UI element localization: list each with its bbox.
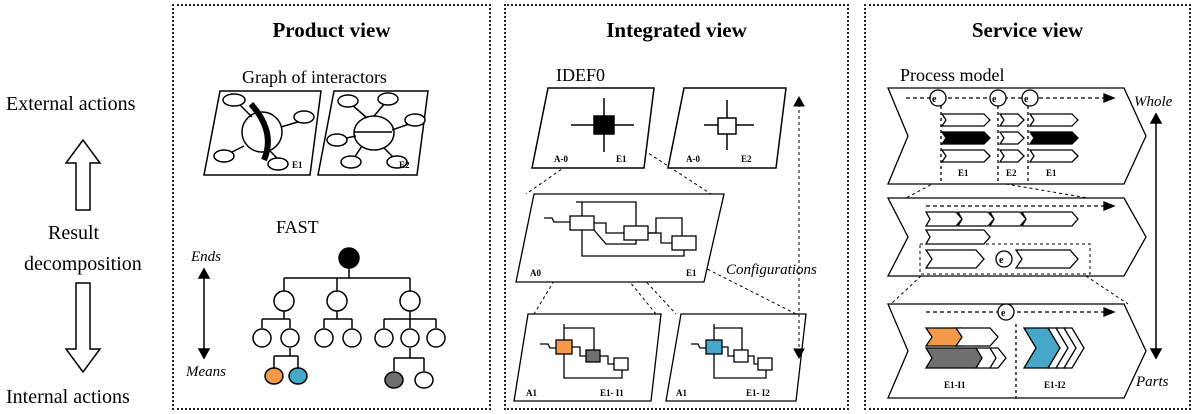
node-a1-right: A1 <box>676 388 687 398</box>
event-marker: e <box>1024 94 1029 105</box>
node-a1-left: A1 <box>526 388 537 398</box>
service-view-title: Service view <box>971 18 1084 42</box>
configurations-arrow-icon <box>793 95 805 360</box>
tag-e1-i1: E1- I1 <box>600 388 624 398</box>
configurations-label: Configurations <box>726 262 817 278</box>
product-view-title: Product view <box>272 18 391 42</box>
process-middle <box>886 197 1147 277</box>
vertical-double-arrow-icon <box>64 138 102 374</box>
process-tag-e1-i2: E1-I2 <box>1044 380 1066 390</box>
product-view-panel: Product view Graph of interactors E1 <box>172 4 491 410</box>
idef0-config-e1-i1 <box>513 313 662 402</box>
node-a-0-right: A-0 <box>686 154 700 164</box>
tag-e1-top: E1 <box>616 154 627 164</box>
tag-e1-i2: E1- I2 <box>746 388 770 398</box>
event-marker: e <box>992 94 997 105</box>
tag-e2-top: E2 <box>741 154 752 164</box>
parts-label: Parts <box>1135 374 1169 390</box>
means-label: Means <box>185 364 226 380</box>
service-view-diagram: Process model Whole Parts <box>886 65 1173 399</box>
service-view-panel: Service view Process model Whole Parts <box>864 4 1191 410</box>
product-view-diagram: Graph of interactors E1 <box>185 67 446 389</box>
ends-means-arrow-icon <box>197 267 211 360</box>
process-tag-e1: E1 <box>958 168 969 178</box>
idef0-context-e2 <box>667 87 787 169</box>
integrated-view-title: Integrated view <box>606 18 747 42</box>
process-tag-e1b: E1 <box>1046 168 1057 178</box>
process-bottom <box>887 303 1147 399</box>
service-zoom-connectors <box>890 181 1129 305</box>
event-marker: e <box>999 255 1004 266</box>
interactor-graph-e2 <box>317 90 429 176</box>
process-top <box>887 87 1147 185</box>
graph-of-interactors-label: Graph of interactors <box>242 67 387 87</box>
process-tag-e1-i1: E1-I1 <box>944 380 966 390</box>
external-actions-label: External actions <box>6 93 136 115</box>
internal-actions-label: Internal actions <box>6 386 130 408</box>
node-a0: A0 <box>530 268 541 278</box>
process-tag-e2: E2 <box>1006 168 1017 178</box>
graph-tag-e1: E1 <box>292 160 303 170</box>
ends-label: Ends <box>190 249 221 265</box>
idef0-label: IDEF0 <box>556 65 605 85</box>
fast-label: FAST <box>276 217 319 237</box>
idef0-config-e1-i2 <box>665 313 807 402</box>
process-model-label: Process model <box>900 65 1004 85</box>
result-label: Result <box>48 222 100 244</box>
node-a-0-left: A-0 <box>554 154 568 164</box>
fast-tree <box>252 247 446 389</box>
whole-label: Whole <box>1134 94 1173 110</box>
idef0-context-e1 <box>531 87 655 169</box>
graph-tag-e2: E2 <box>399 160 410 170</box>
decomposition-label: decomposition <box>24 253 142 275</box>
integrated-view-panel: Integrated view IDEF0 A-0 E1 <box>504 4 849 410</box>
whole-parts-arrow-icon <box>1149 112 1163 360</box>
event-marker: e <box>932 94 937 105</box>
idef0-decomposition-a0 <box>515 193 725 283</box>
tag-e1-middle: E1 <box>686 268 697 278</box>
interactor-graph-e1 <box>203 90 322 176</box>
event-marker: e <box>1001 308 1006 319</box>
integrated-view-diagram: IDEF0 A-0 E1 A-0 <box>513 65 817 402</box>
